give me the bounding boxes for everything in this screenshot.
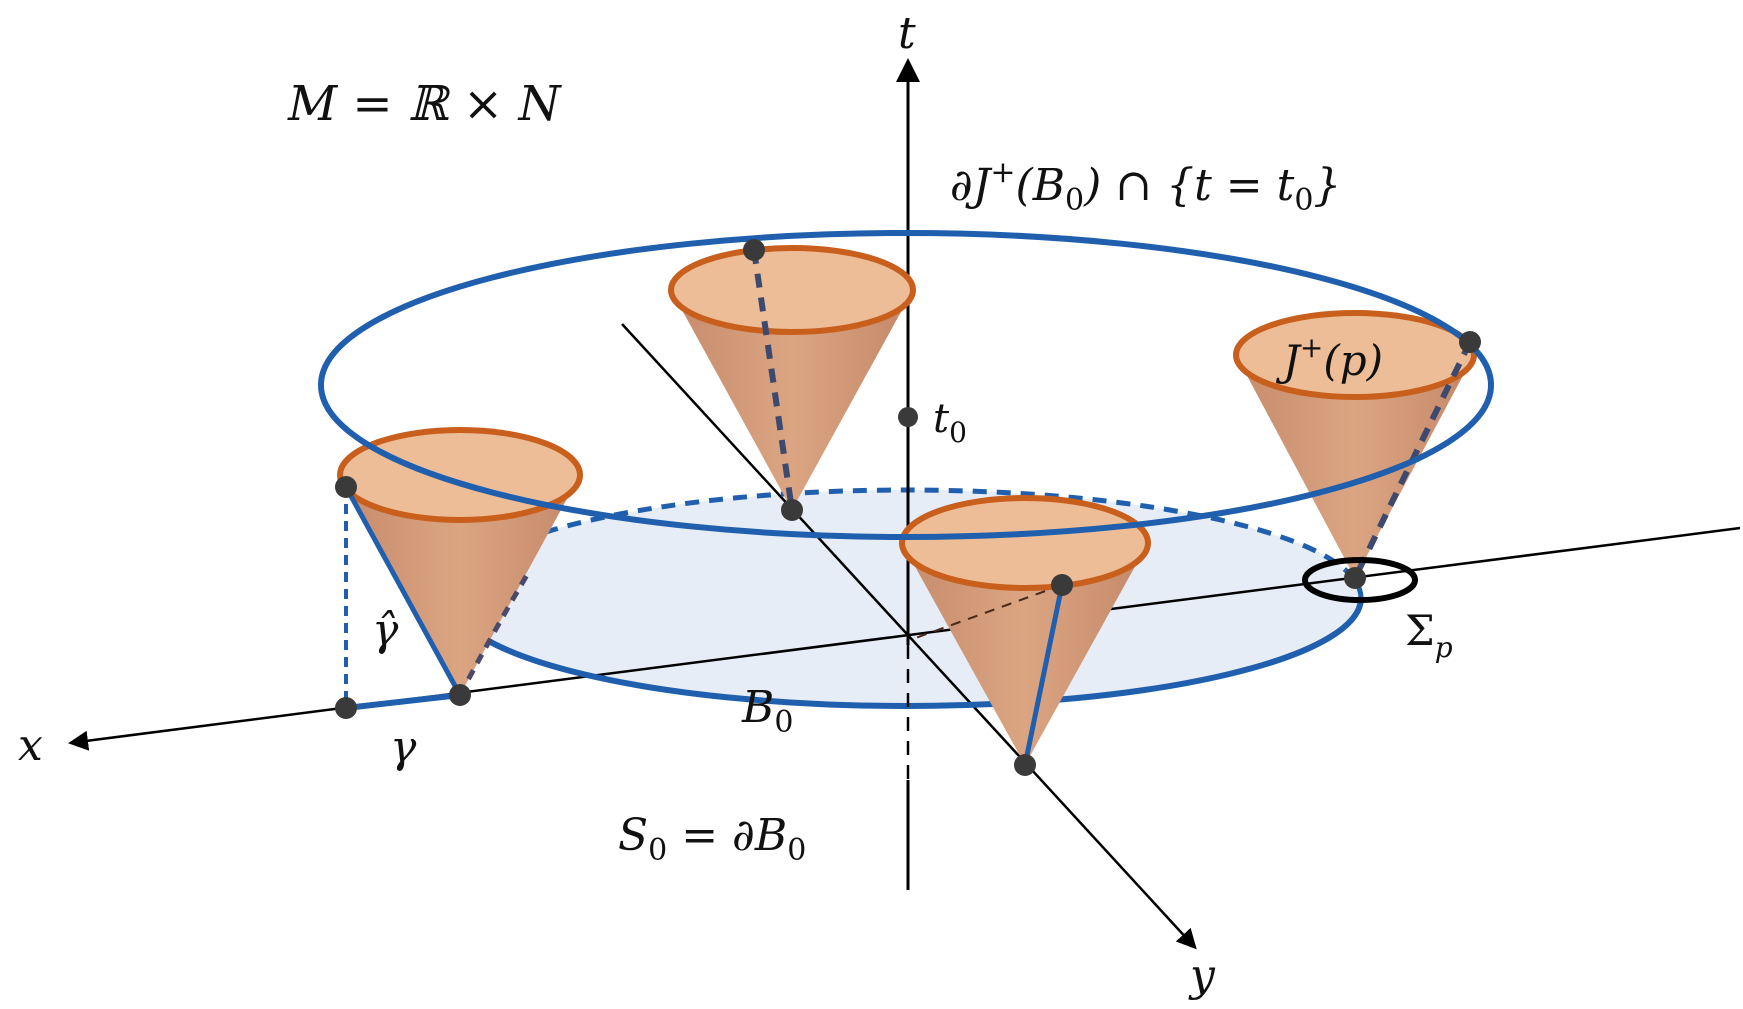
y-axis [621,323,1197,950]
label-axis-x: x [18,720,43,771]
point-p [1344,567,1366,589]
point-cone-back-rim [743,239,765,261]
point-cone-back-apex [781,499,803,521]
label-axis-t: t [898,8,916,59]
light-cone-front [899,495,1151,766]
gamma-curve [345,692,461,711]
points [335,239,1481,776]
label-gamma: γ [390,722,417,773]
label-s0: S0 = ∂B0 [618,810,806,868]
sigma-p-circle [1302,557,1418,603]
light-cone-back [668,245,916,511]
light-cone-right [1233,310,1477,580]
point-t0 [898,407,918,427]
label-sigma-p: Σp [1405,606,1453,664]
label-b0: B0 [741,682,793,740]
point-cone-right-rim [1459,331,1481,353]
boundary-s0-front [448,597,1364,709]
point-gamma-start [335,697,357,719]
label-cone-jplus-p: J+(p) [1275,331,1383,385]
label-gamma-hat: γ̂ [372,605,399,656]
boundary-jplus-ellipse [318,230,1494,540]
gamma-hat-curve [343,485,463,697]
label-boundary-jplus: ∂J+(B0) ∩ {t = t0} [950,155,1341,218]
label-axis-y: y [1188,950,1216,1001]
point-cone-left-rim [335,476,357,498]
label-manifold: M = ℝ × N [287,76,563,132]
label-t0: t0 [933,396,967,449]
point-cone-front-apex [1014,754,1036,776]
point-cone-left-apex [449,684,471,706]
point-cone-front-rim [1051,574,1073,596]
